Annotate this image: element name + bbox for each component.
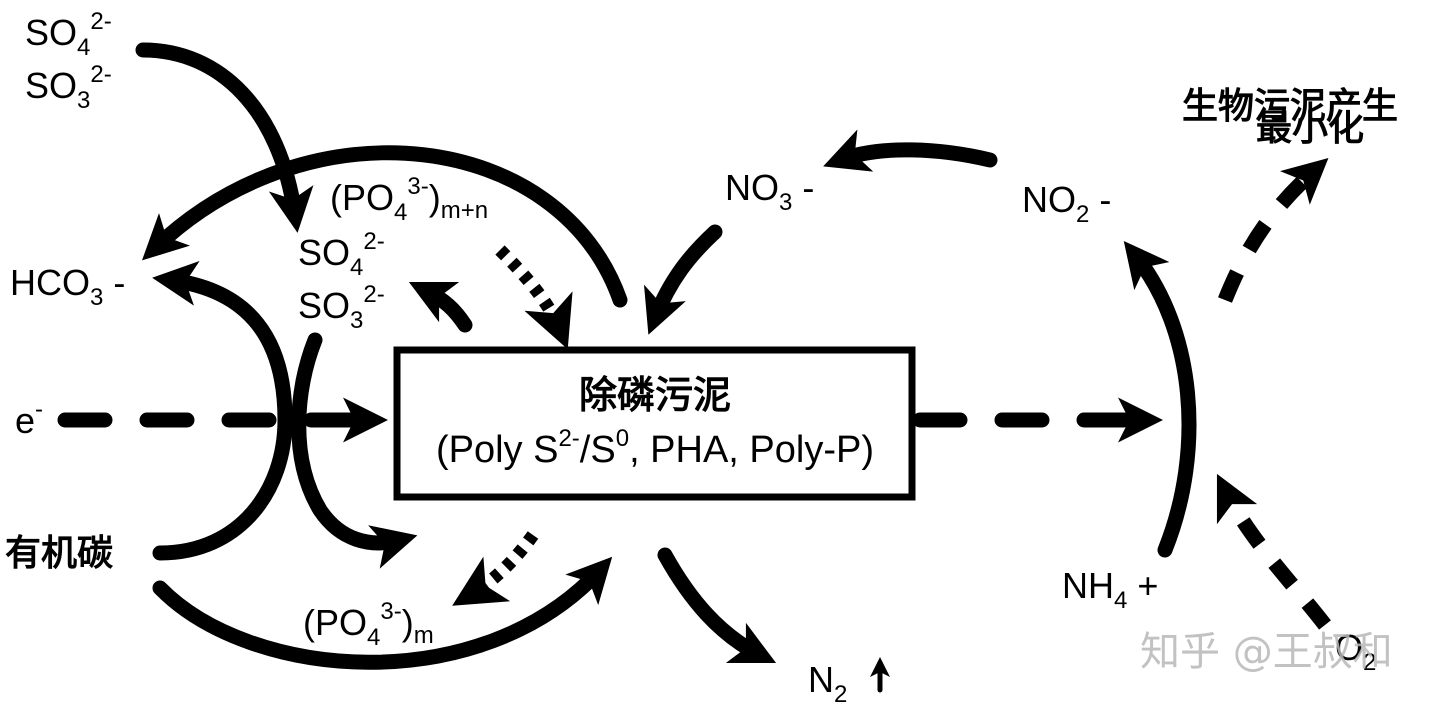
label-nitrite: NO2 - bbox=[1022, 179, 1111, 228]
label-electron: e- bbox=[15, 396, 43, 441]
label-phosphate-m-plus-n: (PO43-)m+n bbox=[330, 173, 488, 226]
label-phosphate-m: (PO43-)m bbox=[303, 598, 434, 651]
label-sulfite-top: SO32- bbox=[25, 61, 112, 114]
arrow-oxygen-dashed bbox=[1216, 473, 1331, 630]
label-organic-carbon: 有机碳 bbox=[5, 533, 114, 574]
label-ammonium: NH4 + bbox=[1062, 565, 1158, 614]
label-sludge-minimization-line1: 生物污泥产生 bbox=[1182, 86, 1398, 127]
arrow-sulfate-input bbox=[135, 42, 314, 233]
arrow-sulfite-to-box-lower bbox=[291, 332, 418, 569]
arrow-phosphate-uptake-dotted bbox=[495, 245, 573, 350]
arrow-phosphate-release-dotted bbox=[452, 531, 539, 606]
watermark: 知乎 @王叔和 bbox=[1140, 629, 1393, 675]
label-nitrate: NO3 - bbox=[725, 167, 814, 216]
central-sludge-box bbox=[393, 346, 916, 501]
label-oxygen: O2 bbox=[1335, 627, 1376, 676]
arrow-ammonium-to-nitrite bbox=[1123, 240, 1197, 558]
central-box-subtitle: (Poly S2-/S0, PHA, Poly-P) bbox=[436, 425, 874, 471]
arrow-sludge-minimization-dashed bbox=[1218, 158, 1329, 303]
label-nitrogen-gas: N2 bbox=[808, 659, 847, 707]
label-sulfate-mid: SO42- bbox=[298, 228, 385, 281]
label-bicarbonate: HCO3 - bbox=[10, 262, 125, 311]
label-sulfate-top: SO42- bbox=[25, 8, 112, 61]
arrow-nitrate-to-box bbox=[643, 224, 723, 335]
arrow-nitrite-to-nitrate bbox=[823, 129, 998, 172]
arrow-organic-carbon-to-box bbox=[152, 556, 613, 670]
arrow-box-to-hco3 bbox=[141, 145, 628, 308]
arrow-box-to-n2 bbox=[657, 547, 777, 664]
central-box-title: 除磷污泥 bbox=[579, 373, 731, 417]
arrow-box-to-sulfite bbox=[408, 281, 473, 333]
label-sulfite-mid: SO32- bbox=[298, 281, 385, 334]
arrow-organic-carbon-to-hco3 bbox=[152, 261, 293, 561]
label-sludge-minimization-line2: 最小化 bbox=[1256, 108, 1364, 149]
